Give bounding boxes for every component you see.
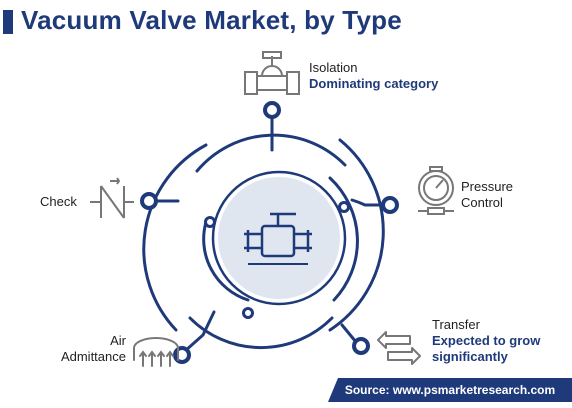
connector-pressure xyxy=(350,198,386,207)
check-valve-icon xyxy=(90,177,134,219)
transfer-arrows-icon xyxy=(377,331,421,365)
label-pressure-control: Pressure Control xyxy=(461,179,513,211)
connector-air xyxy=(183,310,216,353)
center-ring xyxy=(211,170,347,306)
node-isolation xyxy=(263,101,281,119)
node-transfer xyxy=(352,337,370,355)
segment-name: Air xyxy=(110,333,126,348)
outer-arc-left xyxy=(142,143,208,332)
segment-name: Isolation xyxy=(309,60,358,75)
isolation-valve-icon xyxy=(244,51,300,95)
outer-arc-right xyxy=(328,138,385,332)
label-isolation: Isolation Dominating category xyxy=(309,60,438,92)
segment-name-line2: Admittance xyxy=(60,349,126,364)
segment-name: Pressure xyxy=(461,179,514,194)
label-air-admittance: Air Admittance xyxy=(54,333,126,365)
segment-note: Dominating category xyxy=(309,76,439,91)
pressure-gauge-icon xyxy=(418,166,454,215)
segment-name: Check xyxy=(40,194,77,209)
inner-arc-right xyxy=(328,176,359,302)
air-admittance-icon xyxy=(133,337,179,367)
title-accent-bar xyxy=(3,10,13,34)
segment-note-line2: significantly xyxy=(432,349,508,364)
label-transfer: Transfer Expected to grow significantly xyxy=(432,317,540,365)
inner-arc-left xyxy=(202,220,250,302)
node-pressure xyxy=(381,196,399,214)
label-check: Check xyxy=(40,194,77,210)
page-title: Vacuum Valve Market, by Type xyxy=(21,5,402,35)
center-disc xyxy=(218,177,340,299)
mid-arc-bottom xyxy=(188,316,334,349)
connector-transfer xyxy=(340,323,358,344)
ball-valve-icon xyxy=(244,212,312,265)
mid-arc-top xyxy=(195,133,347,173)
segment-name: Transfer xyxy=(432,317,480,332)
segment-name-line2: Control xyxy=(461,195,503,210)
segment-note: Expected to grow xyxy=(432,333,541,348)
node-check xyxy=(140,192,158,210)
source-banner: Source: www.psmarketresearch.com xyxy=(328,378,572,402)
